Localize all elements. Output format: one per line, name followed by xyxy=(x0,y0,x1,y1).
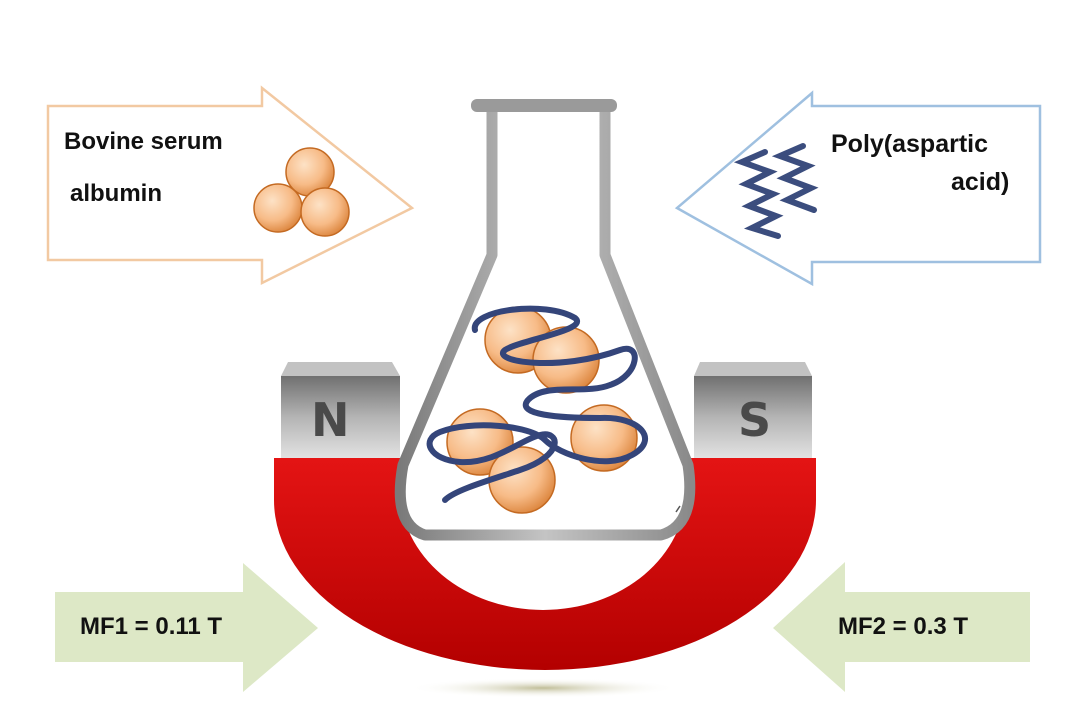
ground-shadow xyxy=(408,678,678,698)
polymer-chain xyxy=(426,305,648,503)
field-right-label: MF2 = 0.3 T xyxy=(838,613,969,640)
polymer-label-line2: acid) xyxy=(951,168,1010,196)
flask-tick-mark xyxy=(675,505,681,513)
field-arrow-left xyxy=(55,563,318,692)
protein-spheres-icon xyxy=(253,147,350,237)
south-pole-label: S xyxy=(738,393,772,447)
north-pole-label: N xyxy=(311,393,350,447)
north-pole xyxy=(281,376,400,458)
horseshoe-magnet xyxy=(274,362,816,670)
polymer-label-line1: Poly(aspartic xyxy=(831,130,989,158)
polymer-helix-icon xyxy=(733,143,819,239)
albumin-label-line2: albumin xyxy=(70,180,163,207)
albumin-label-line1: Bovine serum xyxy=(64,128,223,155)
flask-rim xyxy=(471,99,617,112)
north-pole-top xyxy=(281,362,400,376)
field-arrow-right xyxy=(773,562,1030,692)
polymer-input-arrow xyxy=(674,90,1042,287)
south-pole xyxy=(694,376,812,458)
south-pole-top xyxy=(694,362,812,376)
magnet-body xyxy=(274,458,816,670)
field-left-label: MF1 = 0.11 T xyxy=(80,613,223,640)
